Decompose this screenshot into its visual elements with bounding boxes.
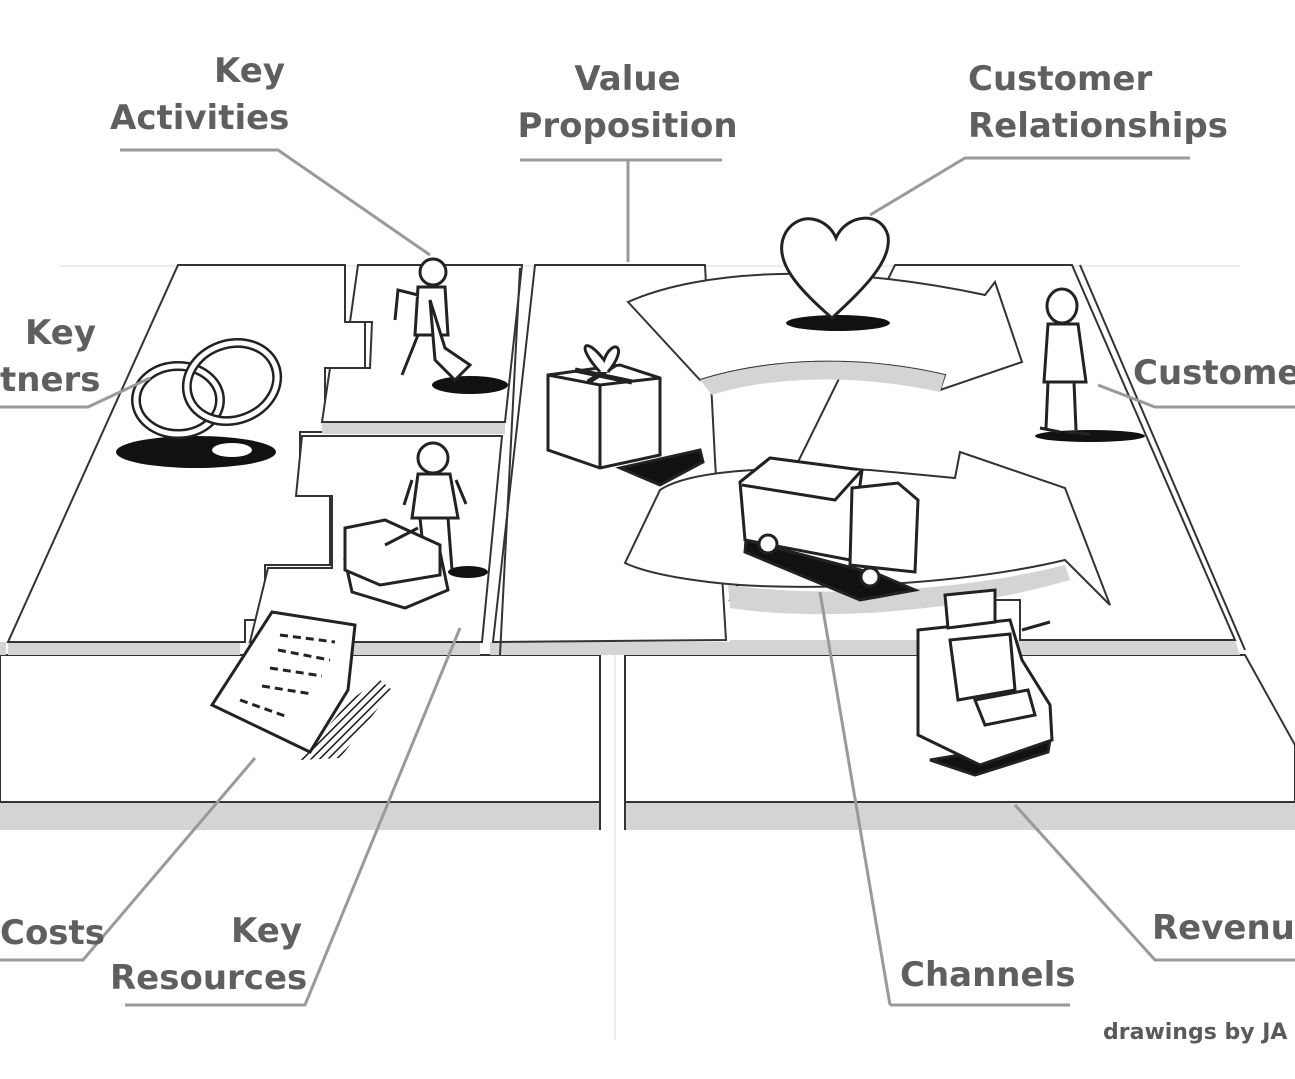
invoice-paper-icon [209, 610, 392, 760]
value-proposition-label-line2: Proposition [517, 106, 738, 146]
customer-relationships-label-line1: Customer [968, 59, 1153, 99]
value-proposition-label: Value Proposition [515, 56, 740, 150]
leader-costs [0, 757, 257, 962]
drawings-credit: drawings by JA [1103, 1020, 1288, 1045]
leader-key-resources [125, 627, 462, 1007]
key-activities-label-line1: Key [214, 51, 285, 91]
cost-structure-label: Costs [0, 913, 106, 953]
key-partners-label-line2: tners [0, 360, 101, 400]
leader-lines [0, 148, 1295, 1007]
heart-icon [780, 216, 890, 331]
worker-with-machine-icon [343, 441, 488, 610]
leader-channels [818, 591, 1070, 1007]
value-proposition-label-line1: Value [574, 59, 681, 99]
gift-box-icon [546, 344, 705, 487]
key-resources-label: Key Resources [110, 908, 308, 1002]
leader-revenue [1013, 803, 1295, 962]
leader-key-activities [120, 148, 431, 257]
standing-customer-icon [1035, 287, 1145, 442]
cash-register-icon [916, 588, 1054, 777]
leader-key-partners [0, 376, 151, 409]
key-partners-label: Key tners [0, 310, 101, 404]
customer-relationships-label: Customer Relationships [968, 56, 1228, 150]
leader-customer-relationships [869, 156, 1190, 217]
channels-label: Channels [900, 955, 1076, 995]
revenue-streams-label: Revenue [1152, 908, 1295, 948]
key-activities-label: Key Activities [110, 48, 290, 142]
leader-value-proposition [520, 158, 722, 262]
key-resources-label-line2: Resources [110, 958, 308, 998]
delivery-truck-icon [738, 456, 921, 602]
key-partners-label-line1: Key [25, 313, 96, 353]
customer-relationships-label-line2: Relationships [968, 106, 1228, 146]
relationship-arrow-band [626, 272, 1024, 395]
customer-segments-label: Custome [1133, 353, 1295, 393]
wedding-rings-icon [116, 337, 283, 468]
key-activities-label-line2: Activities [110, 98, 290, 138]
key-resources-label-line1: Key [231, 911, 302, 951]
leader-customer-segments [1097, 383, 1295, 409]
digging-worker-icon [393, 257, 508, 394]
